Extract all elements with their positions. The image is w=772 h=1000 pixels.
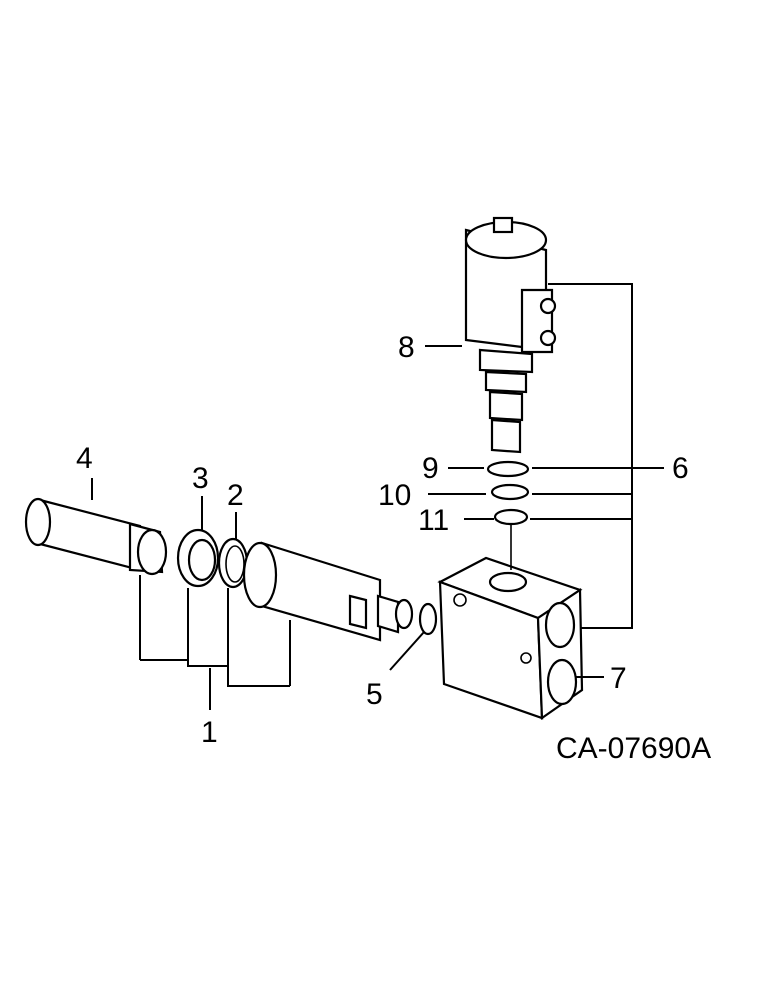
part-10-ring [490, 483, 530, 501]
label-7: 7 [610, 662, 627, 695]
part-4-cylinder [24, 497, 168, 576]
label-9: 9 [422, 452, 439, 485]
label-5: 5 [366, 678, 383, 711]
part-3-ring [176, 528, 220, 588]
label-3: 3 [192, 462, 209, 495]
part-1-cartridge [242, 541, 414, 642]
part-8-solenoid [464, 216, 557, 454]
part-11-ring [493, 508, 529, 526]
label-8: 8 [398, 331, 415, 364]
label-10: 10 [378, 479, 411, 512]
drawing-code: CA-07690A [556, 732, 711, 765]
label-4: 4 [76, 442, 93, 475]
part-5-seal [418, 602, 438, 636]
label-11: 11 [418, 504, 449, 537]
label-1: 1 [201, 716, 218, 749]
leader-lines [91, 283, 664, 710]
part-9-ring [486, 460, 530, 478]
label-6: 6 [672, 452, 689, 485]
part-7-valve-block [437, 556, 584, 721]
part-2-oring [217, 537, 249, 589]
label-2: 2 [227, 479, 244, 512]
